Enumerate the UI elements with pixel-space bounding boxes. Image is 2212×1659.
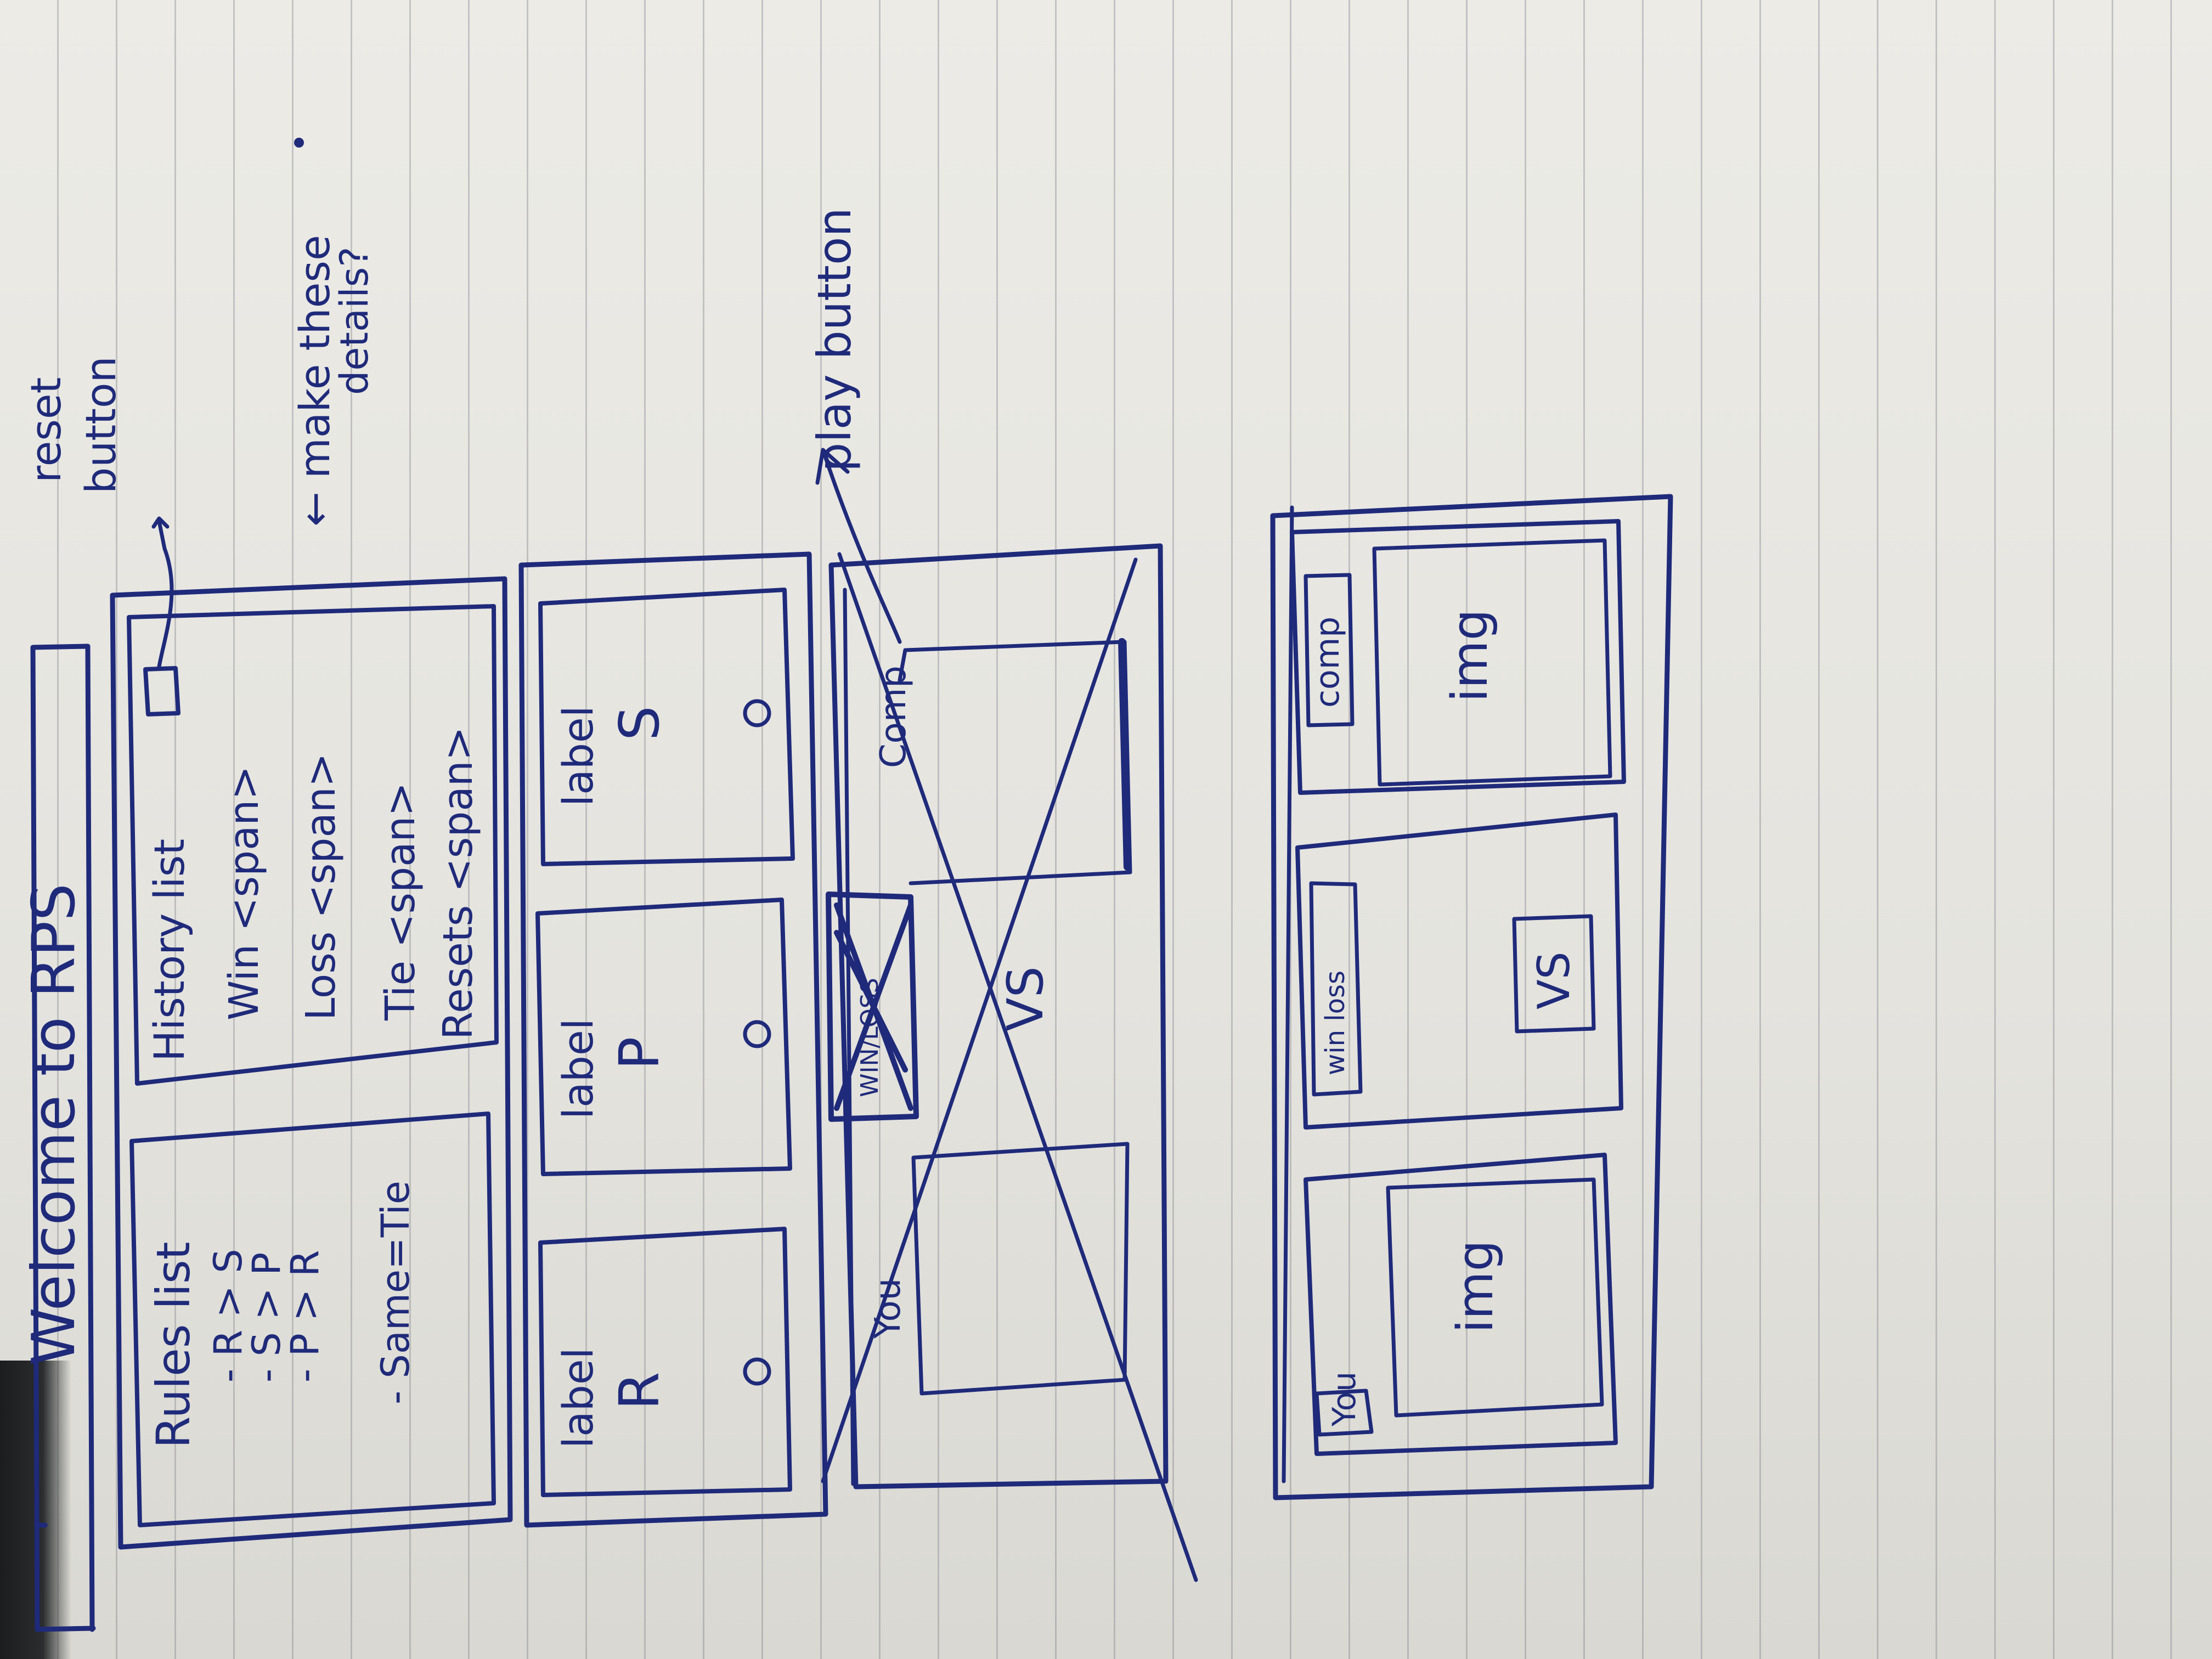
- note-make-these: details?: [332, 247, 377, 395]
- computer-img-box: [1372, 538, 1612, 787]
- rule-item: - Same=Tie: [373, 1181, 418, 1404]
- radio-paper[interactable]: [743, 1020, 771, 1048]
- choice-letter: S: [607, 706, 672, 741]
- choice-card[interactable]: label R: [538, 1227, 792, 1497]
- note-make-these: ← make these: [290, 235, 339, 527]
- winloss-label: win loss: [1320, 970, 1351, 1075]
- computer-img: img: [1441, 609, 1499, 702]
- radio-scissors[interactable]: [743, 699, 771, 727]
- winloss-box: [1309, 881, 1363, 1097]
- info-section: Rules list - R > S - S > P - P > R - Sam…: [110, 516, 513, 1550]
- choice-card[interactable]: label P: [535, 898, 792, 1176]
- rule-item: - R > S: [206, 1249, 251, 1383]
- game-board: You img win loss VS comp img: [1270, 494, 1673, 1500]
- player-img-box: [1386, 1177, 1604, 1418]
- annotations: reset button ← make these details? play …: [21, 138, 902, 644]
- ink-dot: [294, 138, 304, 148]
- choice-label: label: [554, 1347, 602, 1448]
- computer-label-box: [1304, 573, 1355, 727]
- struck-winloss: [826, 891, 919, 1122]
- rules-heading: Rules list: [146, 1242, 200, 1448]
- note-reset: button: [76, 356, 125, 494]
- rule-item: - S > P: [244, 1252, 289, 1383]
- choice-card[interactable]: label S: [538, 588, 795, 866]
- vs-box: [1512, 914, 1596, 1034]
- player-label-box: [1314, 1389, 1374, 1437]
- result-card: win loss VS: [1295, 812, 1623, 1130]
- player-label: You: [1325, 1372, 1363, 1427]
- page-title: Welcome to RPS: [20, 883, 88, 1366]
- play-arrow: [815, 448, 902, 644]
- history-panel: History list Win <span> Loss <span> Tie …: [127, 516, 499, 1086]
- choice-label: label: [554, 1018, 602, 1119]
- computer-card: comp img: [1290, 519, 1626, 795]
- history-row: Win <span>: [221, 766, 268, 1020]
- choice-label: label: [554, 706, 602, 806]
- note-play-button: play button: [808, 207, 861, 472]
- old-vs: VS: [997, 966, 1054, 1031]
- player-card: You img: [1304, 1153, 1618, 1456]
- old-board: You WIN/LOSS VS Comp: [821, 543, 1198, 1582]
- computer-label: comp: [1308, 617, 1347, 708]
- rule-item: - P > R: [283, 1250, 328, 1383]
- player-img: img: [1447, 1240, 1504, 1333]
- history-row: Tie <span>: [377, 782, 424, 1021]
- rules-panel: Rules list - R > S - S > P - P > R - Sam…: [129, 1111, 496, 1527]
- history-row: Loss <span>: [297, 753, 345, 1020]
- history-row: Resets <span>: [435, 726, 482, 1040]
- choice-letter: R: [607, 1372, 672, 1410]
- choice-letter: P: [607, 1037, 672, 1070]
- header-box: Welcome to RPS: [20, 644, 96, 1632]
- choices-section: label R label P label S: [518, 551, 828, 1528]
- history-heading: History list: [145, 839, 194, 1062]
- note-reset: reset: [21, 377, 70, 483]
- reset-button[interactable]: [143, 666, 180, 716]
- radio-rock[interactable]: [743, 1357, 771, 1386]
- vs-label: VS: [1528, 951, 1579, 1009]
